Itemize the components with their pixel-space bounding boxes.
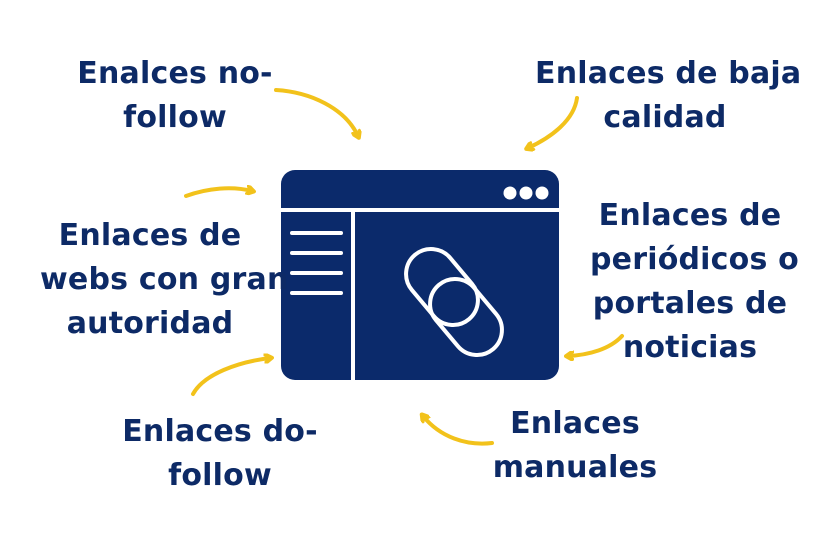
label-dofollow-line-1: Enlaces do-: [122, 414, 318, 449]
chain-link-icon: [404, 246, 504, 358]
window-control-dots-icon: [503, 186, 549, 200]
label-periodicos: Enlaces de periódicos o portales de noti…: [590, 194, 799, 370]
label-autoridad-line-2: webs con gran: [40, 262, 289, 297]
label-baja-calidad-line-2: calidad: [603, 100, 727, 135]
label-dofollow: Enlaces do- follow: [120, 410, 320, 498]
label-periodicos-line-4: noticias: [622, 330, 758, 365]
arrow-nofollow: [274, 88, 358, 136]
label-autoridad: Enlaces de webs con gran autoridad: [40, 214, 289, 346]
label-periodicos-line-3: portales de: [592, 286, 788, 321]
label-manuales-line-1: Enlaces: [510, 406, 640, 441]
sidebar-menu-lines-icon: [290, 231, 343, 295]
label-periodicos-line-2: periódicos o: [590, 242, 799, 277]
label-autoridad-line-3: autoridad: [66, 306, 234, 341]
arrow-baja-calidad: [528, 96, 579, 148]
browser-window-link-icon: [281, 170, 559, 380]
label-baja-calidad-line-1: Enlaces de baja: [535, 56, 802, 91]
label-manuales: Enlaces manuales: [490, 402, 660, 490]
label-autoridad-line-1: Enlaces de: [58, 218, 242, 253]
label-nofollow: Enalces no- follow: [70, 52, 280, 140]
label-periodicos-line-1: Enlaces de: [598, 198, 782, 233]
label-nofollow-line-1: Enalces no-: [77, 56, 273, 91]
label-baja-calidad: Enlaces de baja calidad: [535, 52, 802, 140]
arrow-manuales: [423, 416, 494, 446]
label-manuales-line-2: manuales: [492, 450, 658, 485]
label-dofollow-line-2: follow: [168, 458, 272, 493]
arrow-autoridad: [184, 188, 252, 198]
arrow-dofollow: [191, 358, 270, 396]
label-nofollow-line-2: follow: [123, 100, 227, 135]
arrow-periodicos: [568, 334, 624, 356]
